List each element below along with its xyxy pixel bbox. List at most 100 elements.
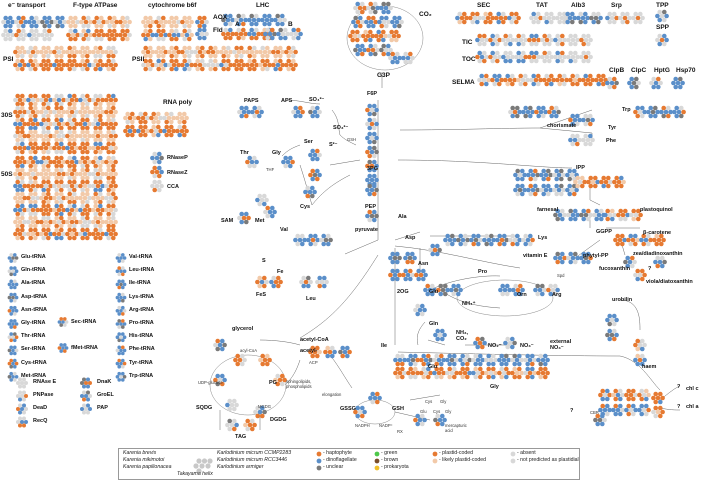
gene-cell	[635, 361, 640, 367]
legend-haptophyte: - haptophyte	[323, 450, 352, 456]
sphingo-label: sphingolipids, phospholipids	[286, 379, 312, 389]
gene-cell	[438, 283, 444, 289]
gene-cluster	[553, 251, 567, 265]
gene-cell	[640, 346, 645, 352]
gene-cell	[392, 272, 398, 278]
gene-cell	[374, 187, 379, 193]
gene-cell	[623, 208, 628, 214]
gene-cell	[586, 58, 591, 64]
gene-cell	[406, 357, 411, 363]
gene-cell	[512, 353, 517, 359]
gene-cell	[631, 216, 636, 222]
gene-cluster	[13, 58, 27, 72]
gene-cell	[69, 195, 75, 201]
gene-cell	[46, 137, 51, 143]
gene-cell	[262, 62, 268, 68]
gene-cell	[16, 394, 20, 398]
gene-cell	[20, 137, 25, 143]
gene-cell	[323, 349, 328, 355]
gene-cell	[541, 183, 546, 189]
gene-cell	[98, 125, 103, 131]
legend-species-cell	[201, 458, 208, 464]
gene-cell	[430, 291, 435, 297]
gene-cell	[372, 209, 377, 215]
gene-cluster	[247, 27, 261, 41]
gene-cell	[640, 105, 645, 111]
gene-cell	[221, 31, 226, 37]
gene-cluster	[221, 27, 235, 41]
gene-cell	[33, 125, 38, 131]
gene-cell	[676, 109, 682, 115]
gene-cell	[291, 35, 297, 41]
gene-cell	[113, 62, 118, 68]
gene-cell	[15, 117, 20, 123]
gene-cell	[535, 291, 540, 297]
gene-cell	[307, 189, 313, 195]
gene-cell	[215, 373, 220, 379]
gene-cell	[112, 23, 117, 29]
gene-cell	[56, 121, 62, 127]
gene-cell	[585, 137, 591, 143]
gene-cluster	[7, 345, 19, 356]
gene-cell	[507, 77, 513, 83]
gene-cell	[67, 66, 72, 72]
gene-cell	[121, 338, 125, 343]
gene-cell	[100, 133, 105, 139]
gene-cell	[157, 187, 162, 193]
gene-cell	[27, 19, 32, 25]
gene-cell	[254, 159, 259, 165]
vitamine-label: vitamin E	[523, 253, 548, 259]
gene-cell	[543, 187, 549, 193]
gene-cell	[365, 213, 370, 219]
tpp-label: TPP	[656, 2, 669, 9]
gene-cluster	[303, 185, 317, 199]
gene-cell	[451, 291, 457, 297]
gene-cell	[169, 53, 174, 59]
gene-cell	[488, 54, 493, 60]
gene-cell	[121, 253, 125, 257]
gene-cell	[265, 45, 270, 51]
gene-cell	[162, 128, 167, 134]
gene-cell	[295, 109, 301, 115]
gene-cell	[600, 421, 605, 427]
gene-cell	[46, 149, 51, 155]
gene-cell	[15, 179, 20, 185]
gene-cell	[93, 125, 98, 131]
gene-cell	[197, 62, 203, 68]
gene-cluster	[27, 28, 41, 42]
gene-cell	[472, 15, 478, 21]
gene-cell	[534, 33, 539, 39]
gene-cell	[150, 49, 155, 55]
gene-cell	[660, 255, 665, 261]
gene-cell	[39, 219, 44, 225]
gene-cell	[143, 58, 148, 64]
gene-cluster	[374, 29, 388, 43]
gene-cell	[117, 325, 121, 329]
gene-cell	[91, 219, 96, 225]
gene-cell	[85, 179, 90, 185]
gene-cell	[529, 58, 534, 64]
gene-cell	[143, 132, 148, 138]
gene-cell	[40, 32, 45, 38]
gene-cell	[360, 405, 365, 411]
legend-dinoflagellate-swatch	[316, 458, 322, 464]
gene-cluster	[91, 227, 105, 241]
gene-cluster	[589, 11, 603, 25]
gene-cell	[59, 101, 64, 107]
gene-cell	[397, 357, 403, 363]
gene-cluster	[115, 279, 127, 290]
gene-cell	[72, 175, 77, 181]
gene-cluster	[353, 43, 367, 57]
gene-cell	[607, 321, 612, 327]
gene-cell	[360, 19, 365, 25]
gene-cell	[39, 231, 44, 237]
gene-cell	[100, 171, 105, 177]
gene-cluster	[365, 145, 379, 159]
gene-cluster	[219, 58, 233, 72]
gene-cell	[117, 279, 121, 284]
gene-cell	[125, 15, 130, 21]
asn-label: Asn	[418, 261, 429, 267]
gene-cell	[540, 283, 545, 289]
gene-cell	[525, 237, 531, 243]
gene-cell	[82, 410, 86, 415]
